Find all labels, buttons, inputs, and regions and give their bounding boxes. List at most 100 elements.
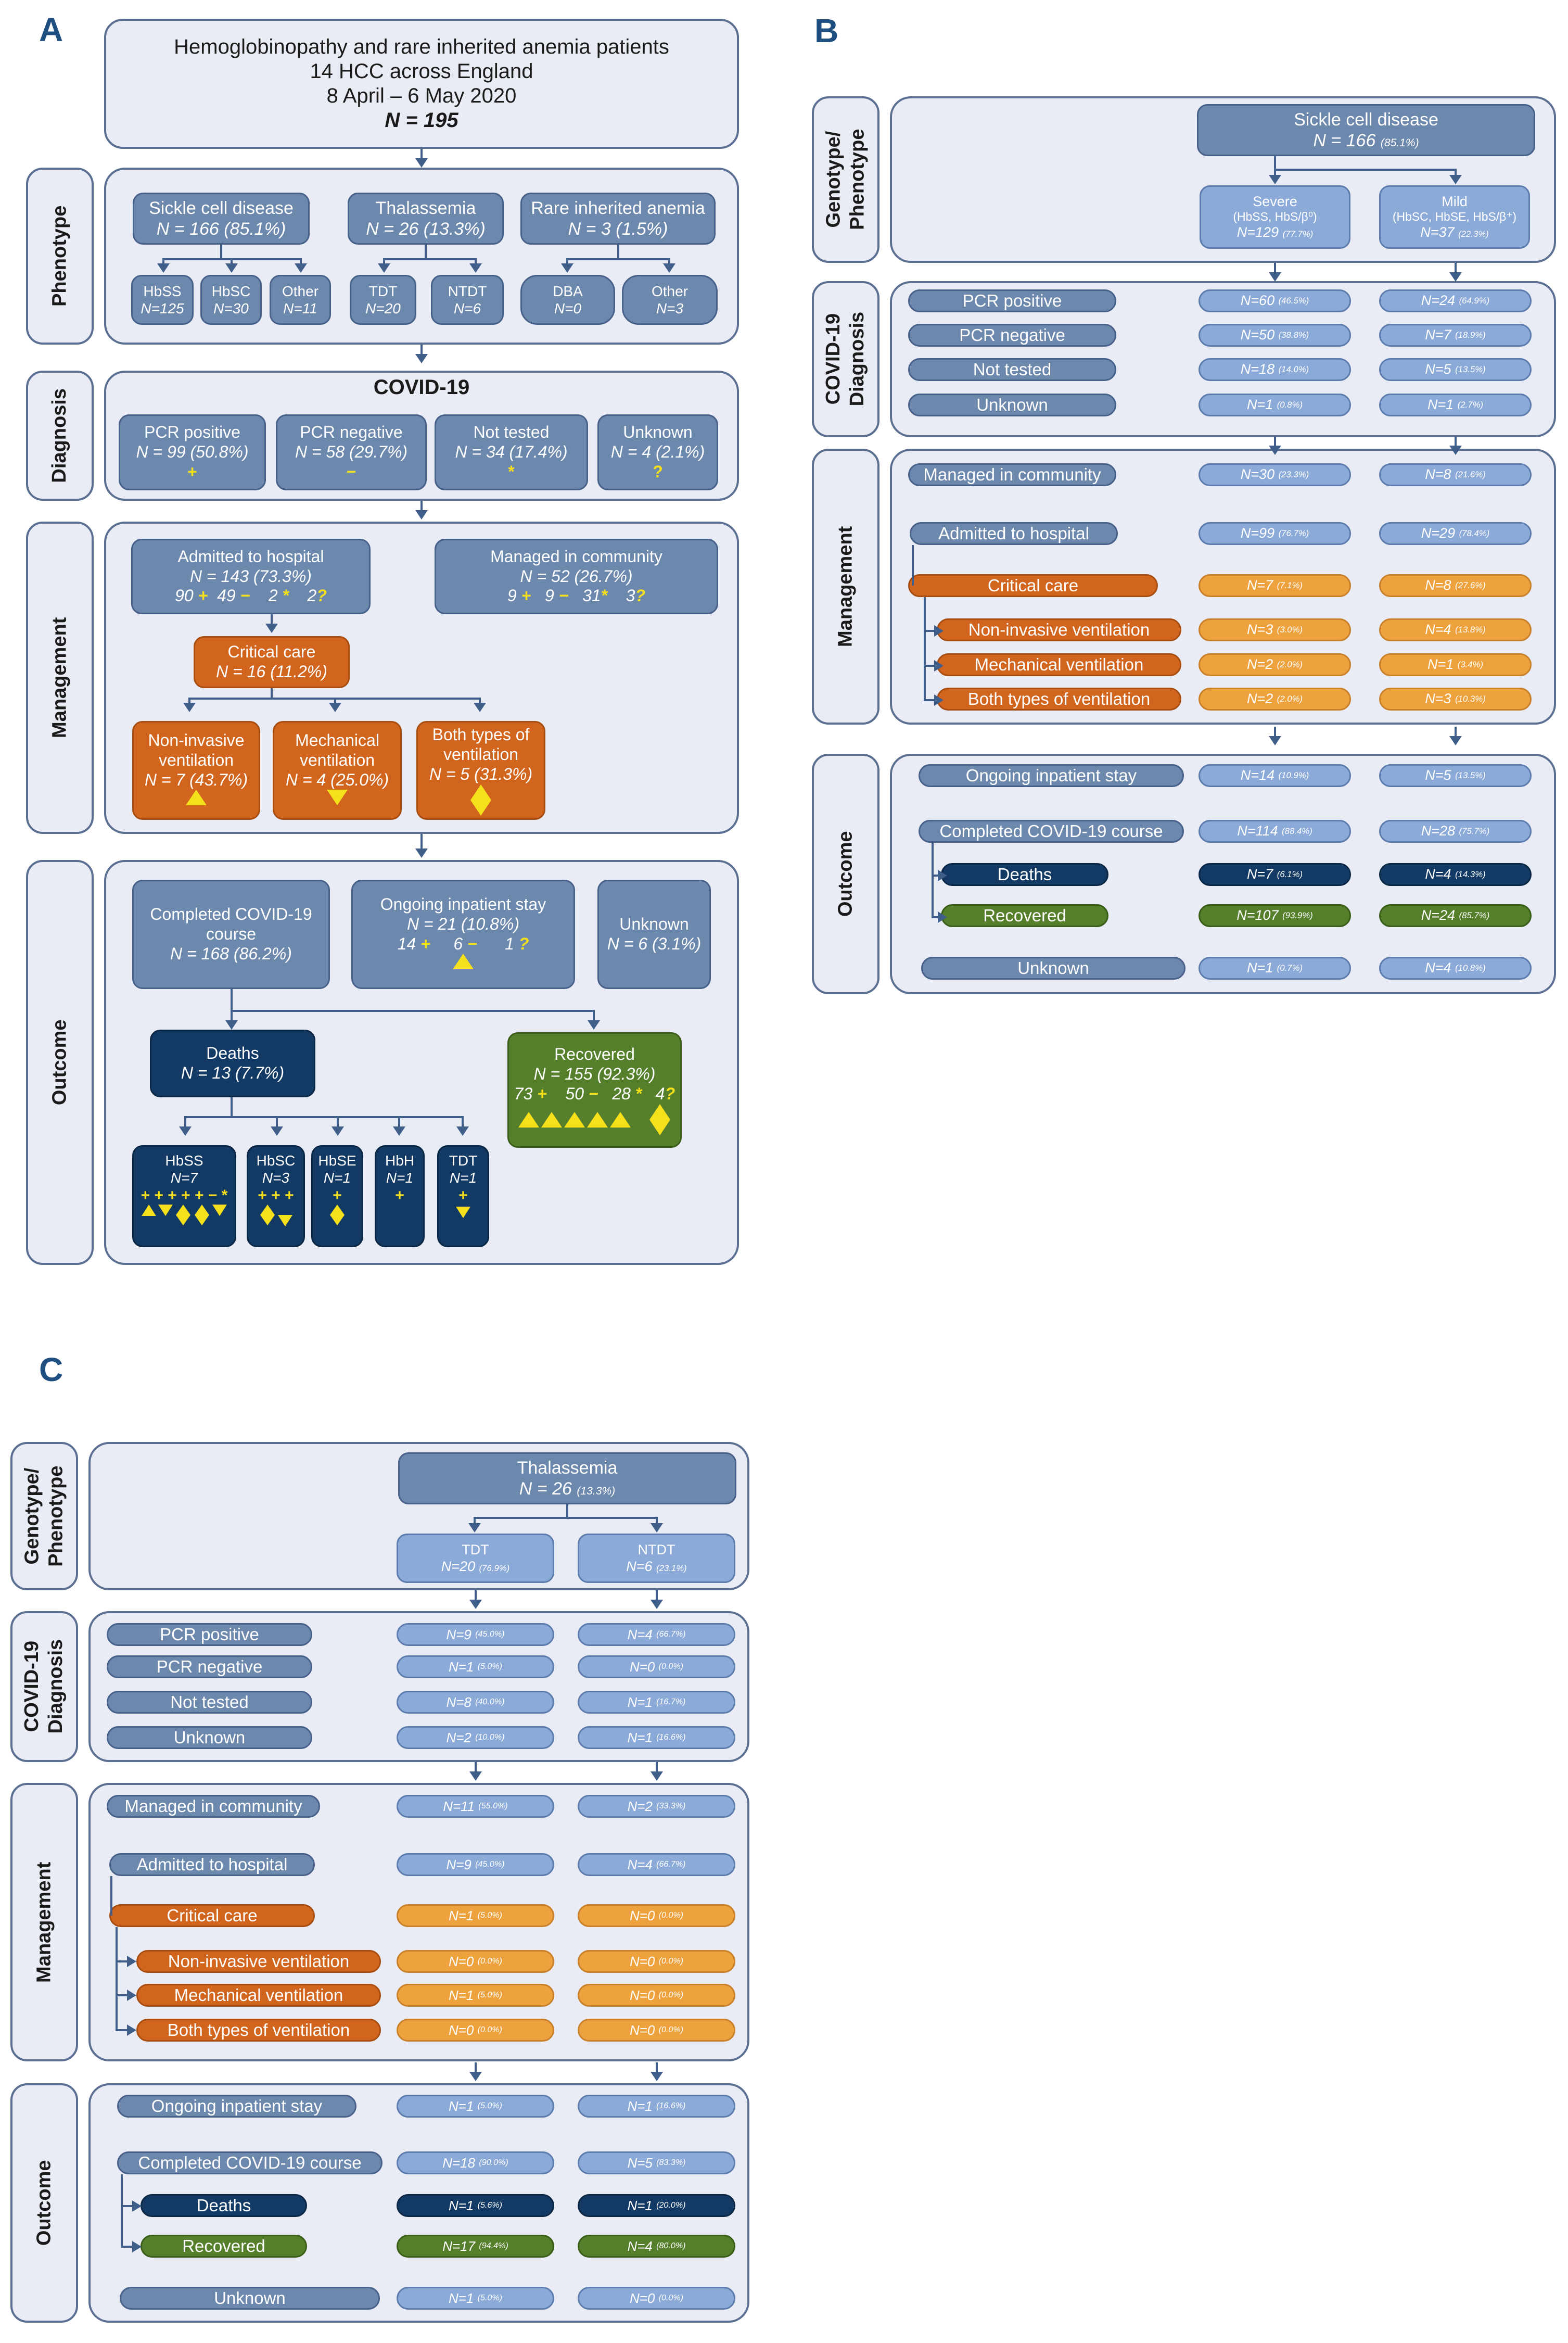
row-label-1: PCR negative [908, 324, 1116, 347]
row-label-4: Managed in community [107, 1795, 320, 1818]
row-label-10: Ongoing inpatient stay [919, 764, 1184, 787]
connector [121, 2205, 132, 2207]
row-value-1-a: N=1 (5.0%) [397, 1655, 554, 1678]
row-value-14-b: N=4 (10.8%) [1379, 957, 1532, 980]
row-label-11: Completed COVID-19 course [117, 2151, 383, 2174]
row-label-13: Recovered [141, 2235, 307, 2258]
row-value-6-b: N=0 (0.0%) [578, 1904, 735, 1927]
row-value-12-b: N=1 (20.0%) [578, 2194, 735, 2217]
row-label-3: Unknown [908, 394, 1116, 416]
connector [912, 545, 914, 586]
row-value-9-b: N=3 (10.3%) [1379, 688, 1532, 711]
arrow-head [650, 1600, 663, 1609]
connector [1454, 727, 1457, 737]
mild-box: Mild(HbSC, HbSE, HbS/β⁺)N=37 (22.3%) [1379, 185, 1530, 249]
row-value-14-a: N=1 (0.7%) [1199, 957, 1351, 980]
arrow-head [132, 2241, 142, 2252]
row-value-5-b: N=29 (78.4%) [1379, 522, 1532, 545]
arrow-head [1268, 736, 1281, 745]
arrow-head [938, 911, 947, 923]
row-value-2-a: N=18 (14.0%) [1199, 358, 1351, 381]
connector [121, 2246, 132, 2248]
row-value-9-a: N=0 (0.0%) [397, 2019, 554, 2042]
row-label-3: Unknown [107, 1726, 312, 1749]
connector [566, 1504, 568, 1518]
row-value-7-b: N=0 (0.0%) [578, 1950, 735, 1973]
section-label-management: Management [812, 449, 879, 725]
connector [655, 2062, 658, 2073]
row-value-11-a: N=18 (90.0%) [397, 2151, 554, 2174]
row-label-8: Mechanical ventilation [937, 653, 1181, 676]
row-value-1-b: N=0 (0.0%) [578, 1655, 735, 1678]
row-value-8-a: N=1 (5.0%) [397, 1984, 554, 2007]
arrow-head [1449, 736, 1462, 745]
row-label-7: Non-invasive ventilation [136, 1950, 381, 1973]
section-label-outcome: Outcome [10, 2083, 78, 2323]
panel-c-label: C [39, 1351, 63, 1388]
row-value-14-a: N=1 (5.0%) [397, 2287, 554, 2310]
panel-a-label: A [39, 11, 63, 48]
row-value-11-a: N=114 (88.4%) [1199, 820, 1351, 843]
section-label-management: Management [26, 522, 94, 834]
section-label-genotype: Genotype/Phenotype [10, 1442, 78, 1590]
row-label-11: Completed COVID-19 course [919, 820, 1184, 843]
row-value-1-a: N=50 (38.8%) [1199, 324, 1351, 347]
connector [474, 1590, 477, 1601]
cohort-title: Hemoglobinopathy and rare inherited anem… [174, 35, 669, 58]
row-label-12: Deaths [141, 2194, 307, 2217]
row-value-13-b: N=24 (85.7%) [1379, 904, 1532, 927]
row-label-9: Both types of ventilation [937, 688, 1181, 711]
connector [474, 1517, 656, 1519]
row-label-0: PCR positive [908, 289, 1116, 312]
cohort-total: N = 195 [385, 109, 458, 132]
cohort-centres: 14 HCC across England [310, 59, 533, 83]
connector [932, 875, 938, 877]
panel-b-label: B [814, 12, 839, 49]
row-value-12-a: N=7 (6.1%) [1199, 863, 1351, 886]
arrow-head [469, 1600, 482, 1609]
row-value-0-b: N=24 (64.9%) [1379, 289, 1532, 312]
connector [924, 597, 926, 700]
arrow-head [469, 2072, 482, 2081]
row-value-13-a: N=107 (93.9%) [1199, 904, 1351, 927]
row-value-6-a: N=1 (5.0%) [397, 1904, 554, 1927]
row-value-14-b: N=0 (0.0%) [578, 2287, 735, 2310]
connector [1455, 169, 1457, 179]
row-value-3-a: N=2 (10.0%) [397, 1726, 554, 1749]
row-value-10-b: N=1 (16.6%) [578, 2095, 735, 2118]
section-label-genotype: Genotype/Phenotype [812, 96, 879, 263]
row-label-2: Not tested [908, 358, 1116, 381]
section-label-management: Management [10, 1783, 78, 2061]
arrow-head [1449, 175, 1462, 184]
row-value-8-b: N=1 (3.4%) [1379, 653, 1532, 676]
arrow-head [1449, 446, 1462, 455]
arrow-head [127, 2024, 136, 2036]
arrow-head [934, 660, 944, 672]
row-label-6: Critical care [109, 1904, 315, 1927]
arrow-head [1268, 272, 1281, 282]
severe-box: Severe(HbSS, HbS/β⁰)N=129 (77.7%) [1200, 185, 1350, 249]
row-value-4-a: N=30 (23.3%) [1199, 463, 1351, 486]
connector [656, 1517, 658, 1527]
arrow-head [651, 1523, 663, 1533]
connector [474, 1517, 476, 1527]
mixed-icon [469, 784, 492, 816]
row-value-10-a: N=14 (10.9%) [1199, 764, 1351, 787]
row-value-12-a: N=1 (5.6%) [397, 2194, 554, 2217]
row-value-2-b: N=1 (16.7%) [578, 1691, 735, 1714]
row-label-6: Critical care [908, 574, 1158, 597]
row-value-2-b: N=5 (13.5%) [1379, 358, 1532, 381]
connector [655, 1762, 658, 1772]
row-value-12-b: N=4 (14.3%) [1379, 863, 1532, 886]
